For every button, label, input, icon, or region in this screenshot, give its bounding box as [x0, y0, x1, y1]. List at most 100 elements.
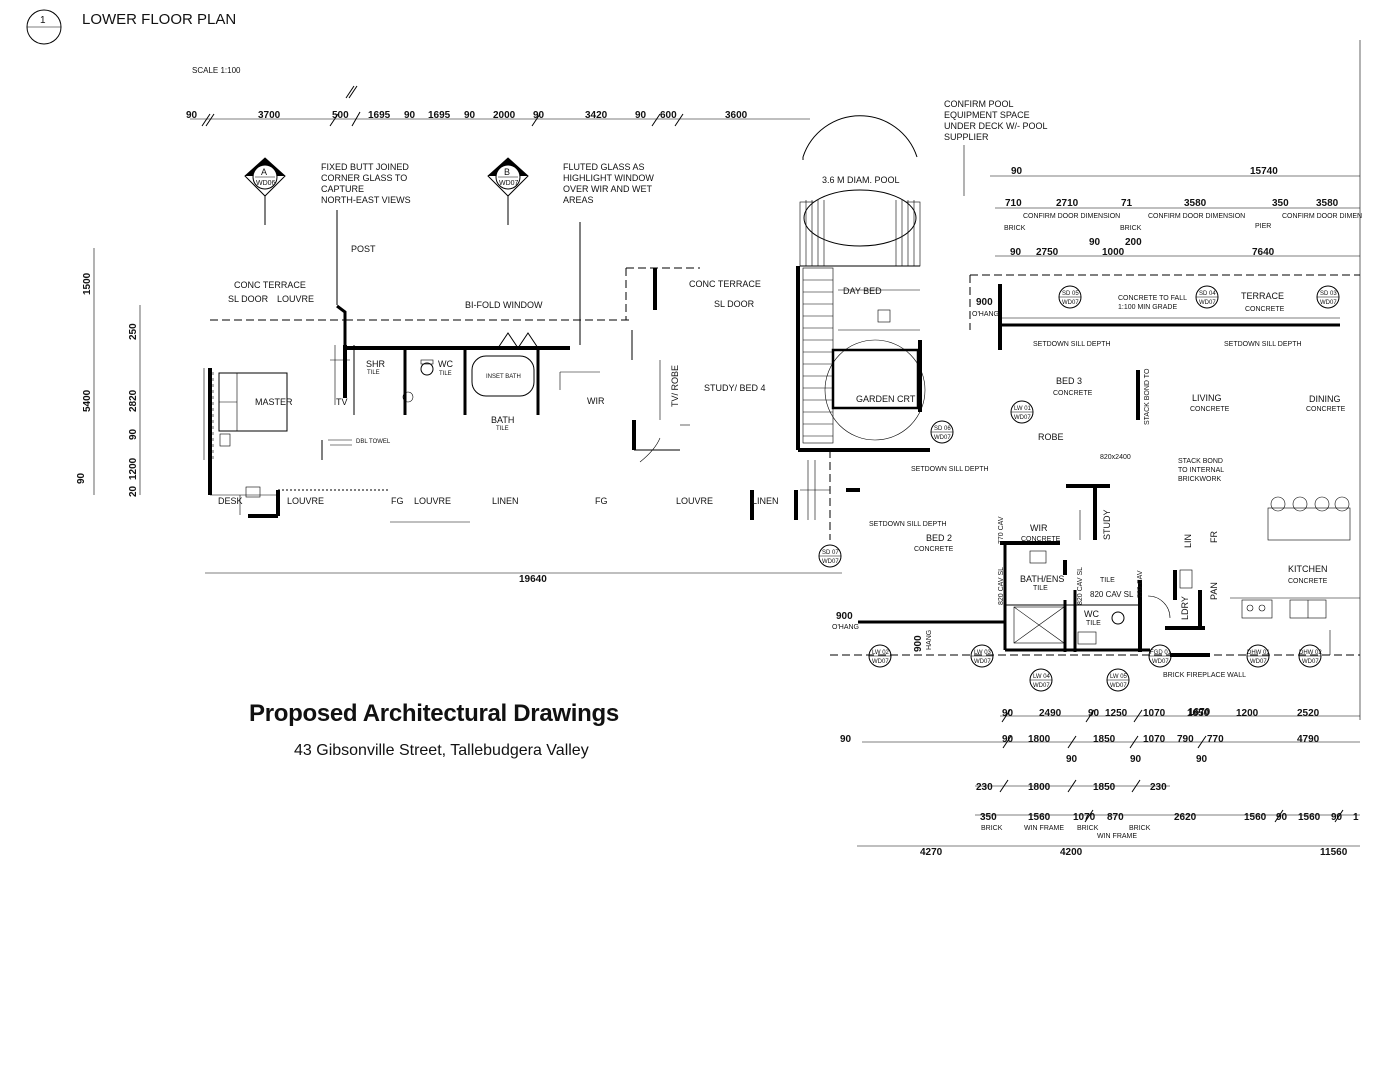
- dim: 870: [1107, 812, 1124, 823]
- dim: 90: [404, 110, 416, 121]
- dim: 90: [1276, 812, 1288, 823]
- svg-text:WD07: WD07: [822, 559, 839, 565]
- dim: 90: [464, 110, 476, 121]
- note: CONFIRM DOOR DIMENSION: [1148, 213, 1245, 220]
- note-line: CAPTURE: [321, 184, 364, 194]
- label: CONCRETE: [1245, 306, 1285, 313]
- plan-title: LOWER FLOOR PLAN: [82, 11, 236, 28]
- room-bed2: BED 2: [926, 533, 952, 543]
- dim: 1695: [368, 110, 391, 121]
- dim: 350: [980, 812, 997, 823]
- room-tv-robe: TV/ ROBE: [670, 365, 680, 407]
- note-line: FLUTED GLASS AS: [563, 162, 645, 172]
- right-wing-walls: [830, 274, 1360, 657]
- note: WIN FRAME: [1024, 825, 1064, 832]
- label: 820x2400: [1100, 454, 1131, 461]
- label: CONC TERRACE: [234, 280, 306, 290]
- dim: 71: [1121, 198, 1133, 209]
- right-top-dims: 90 15740 710 2710 71 3580 350 3580 CONFI…: [990, 40, 1362, 720]
- note-line: FIXED BUTT JOINED: [321, 162, 409, 172]
- svg-text:LW 01: LW 01: [1014, 406, 1032, 412]
- svg-text:WD07: WD07: [1062, 300, 1079, 306]
- dim: 1560: [1028, 812, 1051, 823]
- svg-text:WD07: WD07: [1033, 683, 1050, 689]
- svg-text:DHW 01: DHW 01: [1247, 650, 1270, 656]
- note-line: AREAS: [563, 195, 594, 205]
- room-bed3: BED 3: [1056, 376, 1082, 386]
- dim: 2750: [1036, 247, 1059, 258]
- window-tag: SD 07 WD07: [818, 544, 842, 568]
- dim: 90: [1130, 754, 1142, 765]
- right-wing-labels: 900 O'HANG CONCRETE TO FALL 1:100 MIN GR…: [832, 291, 1346, 679]
- label: STACK BOND TO: [1144, 368, 1151, 425]
- section-letter: A: [261, 167, 267, 177]
- label: O'HANG: [832, 624, 859, 631]
- note: TO INTERNAL: [1178, 467, 1224, 474]
- dim: 3700: [258, 110, 281, 121]
- dim: 1000: [1102, 247, 1125, 258]
- svg-text:WD07: WD07: [1250, 659, 1267, 665]
- room-terrace: TERRACE: [1241, 291, 1284, 301]
- dim: 90: [635, 110, 647, 121]
- svg-text:SD 06: SD 06: [934, 426, 951, 432]
- dim: 3580: [1316, 198, 1339, 209]
- svg-text:WD07: WD07: [1110, 683, 1127, 689]
- pool-and-deck: 3.6 M DIAM. POOL DAY BED GARDEN CRT: [796, 115, 930, 540]
- dim: 90: [1088, 708, 1100, 719]
- room-bath: BATH: [491, 415, 514, 425]
- dim: 230: [1150, 782, 1167, 793]
- label: CONC TERRACE: [689, 279, 761, 289]
- dim: 90: [1196, 754, 1208, 765]
- label: DESK: [218, 496, 243, 506]
- dim-overall-bottom: 19640: [519, 574, 547, 585]
- dim: 2000: [493, 110, 516, 121]
- dim: 1800: [1028, 782, 1051, 793]
- dim: 1500: [82, 272, 93, 295]
- room-dining: DINING: [1309, 394, 1341, 404]
- label: SETDOWN SILL DEPTH: [911, 466, 989, 473]
- label: LINEN: [492, 496, 519, 506]
- label: LOUVRE: [287, 496, 324, 506]
- label: CONCRETE: [914, 546, 954, 553]
- dim: 2620: [1174, 812, 1197, 823]
- label: INSET BATH: [486, 374, 521, 380]
- dim: 1070: [1143, 734, 1166, 745]
- note-line: CORNER GLASS TO: [321, 173, 407, 183]
- svg-text:WD07: WD07: [1199, 300, 1216, 306]
- dim: 20: [128, 485, 139, 497]
- dim: 770: [1207, 734, 1224, 745]
- label: TILE: [1086, 620, 1101, 627]
- note: WIN FRAME: [1097, 833, 1137, 840]
- label: FR: [1209, 531, 1219, 543]
- room-study-bed4: STUDY/ BED 4: [704, 383, 766, 393]
- room-wir: WIR: [587, 396, 605, 406]
- label: LOUVRE: [277, 294, 314, 304]
- dim: 90: [1011, 166, 1023, 177]
- dim: 90: [76, 472, 87, 484]
- dim: 90: [1331, 812, 1343, 823]
- room-kitchen: KITCHEN: [1288, 564, 1328, 574]
- dim: 1: [1353, 812, 1359, 823]
- label: 820 CAV SL: [1090, 590, 1134, 599]
- dim: 2820: [128, 389, 139, 412]
- svg-text:SD 05: SD 05: [1062, 291, 1079, 297]
- left-wing-walls: [203, 267, 798, 523]
- dim: 230: [976, 782, 993, 793]
- dim: 4200: [1060, 847, 1083, 858]
- dim: 1070: [1073, 812, 1096, 823]
- svg-text:WD07: WD07: [1302, 659, 1319, 665]
- dim: 3580: [1184, 198, 1207, 209]
- room-master: MASTER: [255, 397, 293, 407]
- note: BRICK: [1129, 825, 1151, 832]
- plan-number: 1: [40, 15, 46, 26]
- label: BRICK FIREPLACE WALL: [1163, 672, 1246, 679]
- svg-text:SD 07: SD 07: [822, 550, 839, 556]
- note: CONFIRM DOOR DIMENSION: [1023, 213, 1120, 220]
